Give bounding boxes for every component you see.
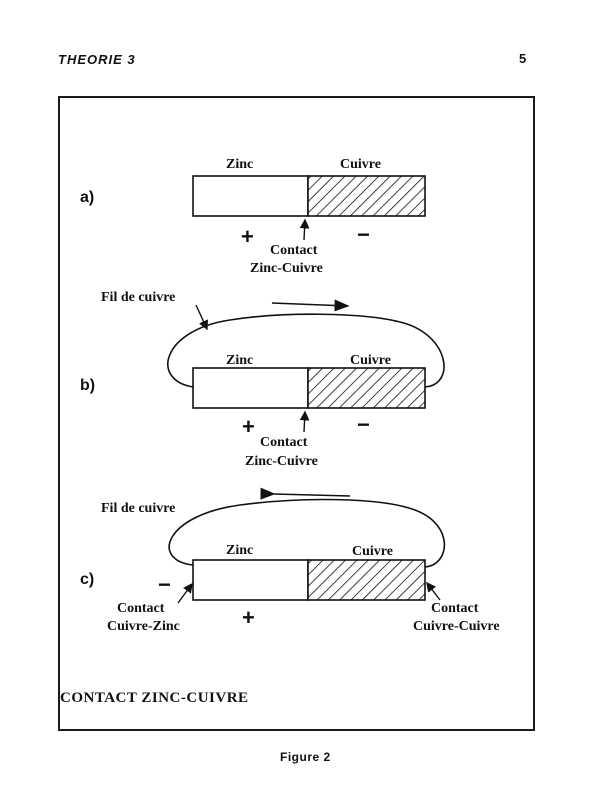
panel-c-left-contact-pointer — [177, 582, 193, 604]
panel-c-current-arrow — [260, 487, 351, 500]
panel-c-cuivre-label: Cuivre — [352, 544, 393, 559]
panel-b-copper-bar — [307, 367, 426, 409]
panel-c-plus-sign: + — [242, 605, 255, 630]
panel-c-left-contact-line2: Cuivre-Zinc — [107, 619, 180, 634]
panel-c-right-contact-line1: Contact — [431, 601, 479, 616]
panel-b-contact-pointer — [299, 410, 310, 433]
panel-a-minus-sign: − — [357, 222, 370, 247]
panel-c-zinc-bar — [192, 559, 309, 601]
panel-c-right-contact-line2: Cuivre-Cuivre — [413, 619, 500, 634]
panel-b: Fil de cuivre b) Zinc Cuivre + − Contact… — [80, 290, 445, 469]
section-header: THEORIE 3 — [58, 52, 136, 67]
panel-b-minus-sign: − — [357, 412, 370, 437]
panel-b-contact-line2: Zinc-Cuivre — [245, 454, 318, 469]
panel-b-wire-label: Fil de cuivre — [101, 290, 175, 305]
panel-a-zinc-label: Zinc — [226, 157, 253, 172]
panel-a-contact-pointer — [299, 218, 310, 241]
diagram-title: CONTACT ZINC-CUIVRE — [60, 690, 249, 706]
panel-c-wire-label: Fil de cuivre — [101, 501, 175, 516]
panel-a-copper-bar — [307, 175, 426, 217]
panel-b-plus-sign: + — [242, 414, 255, 439]
panel-a-label: a) — [80, 189, 94, 206]
panel-b-label: b) — [80, 377, 95, 394]
figure-frame — [58, 96, 535, 731]
panel-c-zinc-label: Zinc — [226, 543, 253, 558]
panel-c: Fil de cuivre c) Zinc Cuivre − + Contact… — [80, 487, 500, 634]
panel-c-copper-wire — [168, 498, 446, 568]
panel-a: a) Zinc Cuivre + − Contact Zinc-Cuivre — [80, 157, 426, 276]
panel-c-right-contact-pointer — [426, 581, 441, 601]
panel-c-left-contact-line1: Contact — [117, 601, 165, 616]
panel-a-cuivre-label: Cuivre — [340, 157, 381, 172]
panel-b-contact-line1: Contact — [260, 435, 308, 450]
panel-b-zinc-bar — [192, 367, 309, 409]
panel-b-copper-wire — [167, 313, 445, 388]
panel-b-zinc-label: Zinc — [226, 353, 253, 368]
panel-b-current-arrow — [271, 299, 350, 312]
panel-c-copper-bar — [307, 559, 426, 601]
page-number: 5 — [519, 51, 528, 66]
panel-b-wire-pointer — [195, 304, 208, 331]
panel-a-zinc-bar — [192, 175, 309, 217]
panel-c-label: c) — [80, 571, 94, 588]
panel-a-contact-line2: Zinc-Cuivre — [250, 261, 323, 276]
panel-a-contact-line1: Contact — [270, 243, 318, 258]
figure-caption: Figure 2 — [280, 750, 331, 764]
panel-a-plus-sign: + — [241, 224, 254, 249]
panel-c-minus-sign: − — [158, 572, 171, 597]
panel-b-cuivre-label: Cuivre — [350, 353, 391, 368]
